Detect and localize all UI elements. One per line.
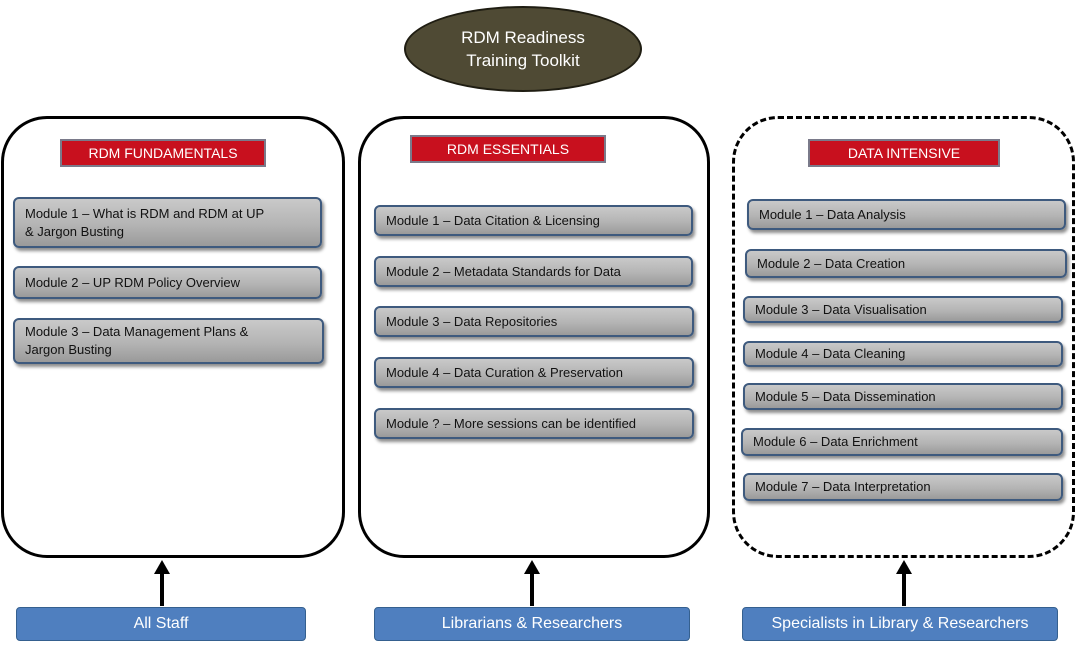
module-label: Module 2 – Metadata Standards for Data <box>386 263 621 279</box>
module-label-line2: & Jargon Busting <box>25 223 125 239</box>
intensive-module-4[interactable]: Module 4 – Data Cleaning <box>743 341 1063 367</box>
audience-librarians-researchers: Librarians & Researchers <box>374 607 690 641</box>
module-label: Module 3 – Data Repositories <box>386 313 558 329</box>
module-label: Module 4 – Data Curation & Preservation <box>386 364 624 380</box>
arrow-up-icon <box>154 560 170 606</box>
module-label-line1: Module 3 – Data Management Plans & <box>25 324 249 339</box>
fundamentals-header: RDM FUNDAMENTALS <box>60 139 266 167</box>
intensive-module-6[interactable]: Module 6 – Data Enrichment <box>741 428 1063 456</box>
fundamentals-module-1[interactable]: Module 1 – What is RDM and RDM at UP & J… <box>13 197 322 248</box>
toolkit-title-line1: RDM Readiness <box>461 28 585 47</box>
intensive-module-2[interactable]: Module 2 – Data Creation <box>745 249 1067 278</box>
module-label-line1: Module 1 – What is RDM and RDM at UP <box>25 205 265 221</box>
module-label: Module ? – More sessions can be identifi… <box>386 415 637 431</box>
essentials-module-5[interactable]: Module ? – More sessions can be identifi… <box>374 408 694 439</box>
fundamentals-module-3[interactable]: Module 3 – Data Management Plans & Jargo… <box>13 318 324 364</box>
module-label: Module 7 – Data Interpretation <box>755 479 931 494</box>
essentials-module-1[interactable]: Module 1 – Data Citation & Licensing <box>374 205 693 236</box>
essentials-module-2[interactable]: Module 2 – Metadata Standards for Data <box>374 256 693 287</box>
intensive-module-7[interactable]: Module 7 – Data Interpretation <box>743 473 1063 501</box>
module-label: Module 5 – Data Dissemination <box>755 388 936 404</box>
module-label: Module 2 – UP RDM Policy Overview <box>25 274 241 290</box>
module-label: Module 6 – Data Enrichment <box>753 434 918 449</box>
module-label: Module 2 – Data Creation <box>757 255 906 271</box>
intensive-module-5[interactable]: Module 5 – Data Dissemination <box>743 383 1063 410</box>
essentials-header: RDM ESSENTIALS <box>410 135 606 163</box>
module-label-line2: Jargon Busting <box>25 342 112 357</box>
essentials-module-4[interactable]: Module 4 – Data Curation & Preservation <box>374 357 694 388</box>
module-label: Module 1 – Data Analysis <box>759 206 906 222</box>
intensive-module-3[interactable]: Module 3 – Data Visualisation <box>743 296 1063 323</box>
audience-specialists: Specialists in Library & Researchers <box>742 607 1058 641</box>
essentials-column <box>358 116 710 558</box>
arrow-up-icon <box>524 560 540 606</box>
intensive-module-1[interactable]: Module 1 – Data Analysis <box>747 199 1066 230</box>
data-intensive-header: DATA INTENSIVE <box>808 139 1000 167</box>
arrow-up-icon <box>896 560 912 606</box>
module-label: Module 1 – Data Citation & Licensing <box>386 212 600 228</box>
essentials-module-3[interactable]: Module 3 – Data Repositories <box>374 306 694 337</box>
toolkit-title: RDM Readiness Training Toolkit <box>404 6 642 92</box>
toolkit-title-line2: Training Toolkit <box>466 51 580 70</box>
audience-all-staff: All Staff <box>16 607 306 641</box>
fundamentals-module-2[interactable]: Module 2 – UP RDM Policy Overview <box>13 266 322 299</box>
module-label: Module 4 – Data Cleaning <box>755 346 906 361</box>
module-label: Module 3 – Data Visualisation <box>755 301 927 317</box>
